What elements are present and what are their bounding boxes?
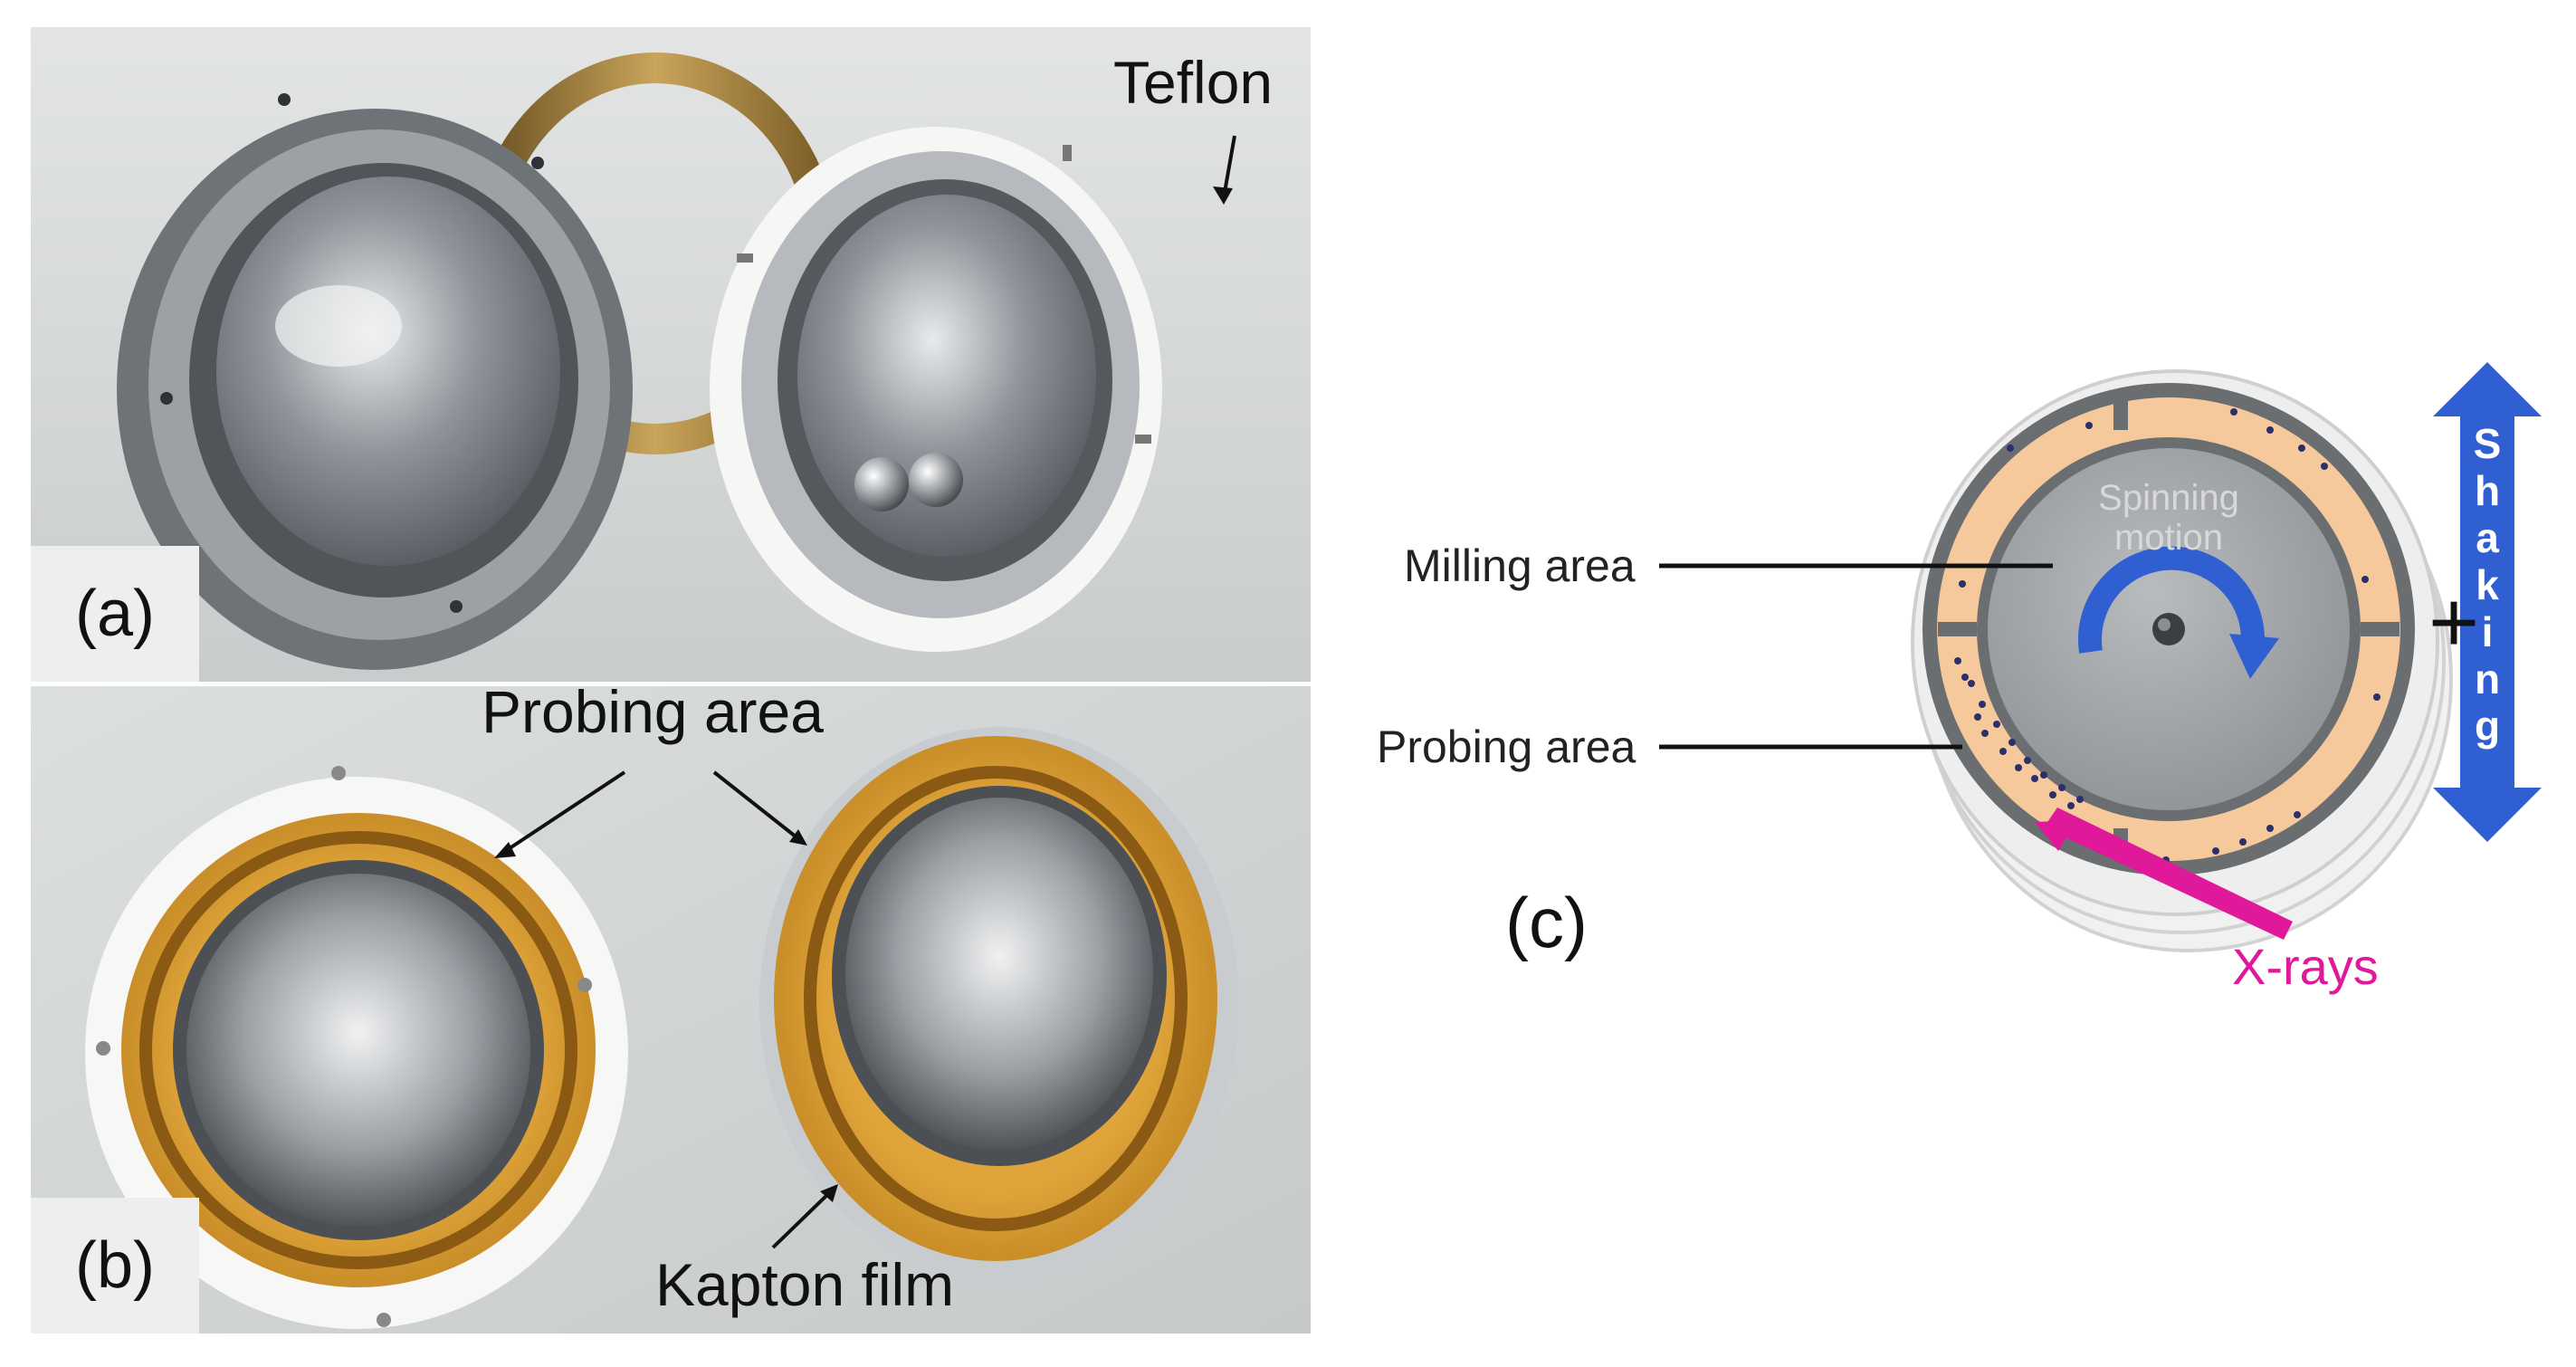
- panel-a-photo: (a) Teflon: [31, 27, 1311, 682]
- milling-ball: [909, 453, 963, 507]
- probing-area-callout: Probing area: [482, 686, 824, 745]
- xray-beam-arrow-icon: [2044, 808, 2293, 940]
- steel-lid-left: [117, 93, 633, 670]
- shaking-letter: a: [2476, 513, 2499, 561]
- spinning-label-line1: Spinning: [2098, 478, 2239, 518]
- teflon-callout: Teflon: [1113, 49, 1274, 116]
- jar-parts-photo: [31, 27, 1311, 682]
- shaking-letter: h: [2474, 466, 2501, 514]
- shaking-letter: g: [2474, 702, 2501, 750]
- probing-area-label: Probing area: [1377, 722, 1636, 772]
- spinning-motion-label: Spinning motion: [2051, 478, 2286, 558]
- kapton-jars-photo: [31, 686, 1311, 1334]
- shaking-letter: k: [2476, 560, 2499, 608]
- shaking-letter: S: [2473, 420, 2502, 467]
- teflon-arrow-icon: [1222, 135, 1236, 198]
- kapton-jar-right: [759, 727, 1239, 1279]
- panel-a-tag: (a): [31, 546, 199, 682]
- jar-schematic: [1659, 362, 2542, 952]
- milling-balls: [1954, 408, 2380, 864]
- panel-c-schematic: Milling area Probing area Spinning motio…: [1347, 272, 2560, 1032]
- spinning-label-line2: motion: [2113, 518, 2224, 558]
- probing-arrow-left-icon: [500, 770, 626, 856]
- panel-b-tag: (b): [31, 1198, 199, 1334]
- curved-rotation-arrow-icon: [2078, 546, 2265, 654]
- milling-ball: [854, 457, 909, 511]
- double-headed-vertical-arrow-icon: [2433, 362, 2542, 842]
- milling-area-label: Milling area: [1404, 540, 1636, 591]
- shaking-letter: i: [2481, 607, 2494, 655]
- probing-arrow-right-icon: [712, 770, 802, 842]
- panel-c-tag: (c): [1505, 883, 1588, 962]
- xrays-label: X-rays: [2232, 938, 2379, 995]
- shaking-letter: n: [2474, 655, 2501, 703]
- teflon-bowl-right: [710, 127, 1162, 652]
- kapton-film-callout: Kapton film: [655, 1251, 955, 1318]
- kapton-jar-left: [85, 766, 628, 1329]
- panel-b-photo: (b) Probing area Kapton film: [31, 686, 1311, 1334]
- plus-sign: +: [2428, 574, 2480, 671]
- kapton-arrow-icon: [771, 1189, 834, 1249]
